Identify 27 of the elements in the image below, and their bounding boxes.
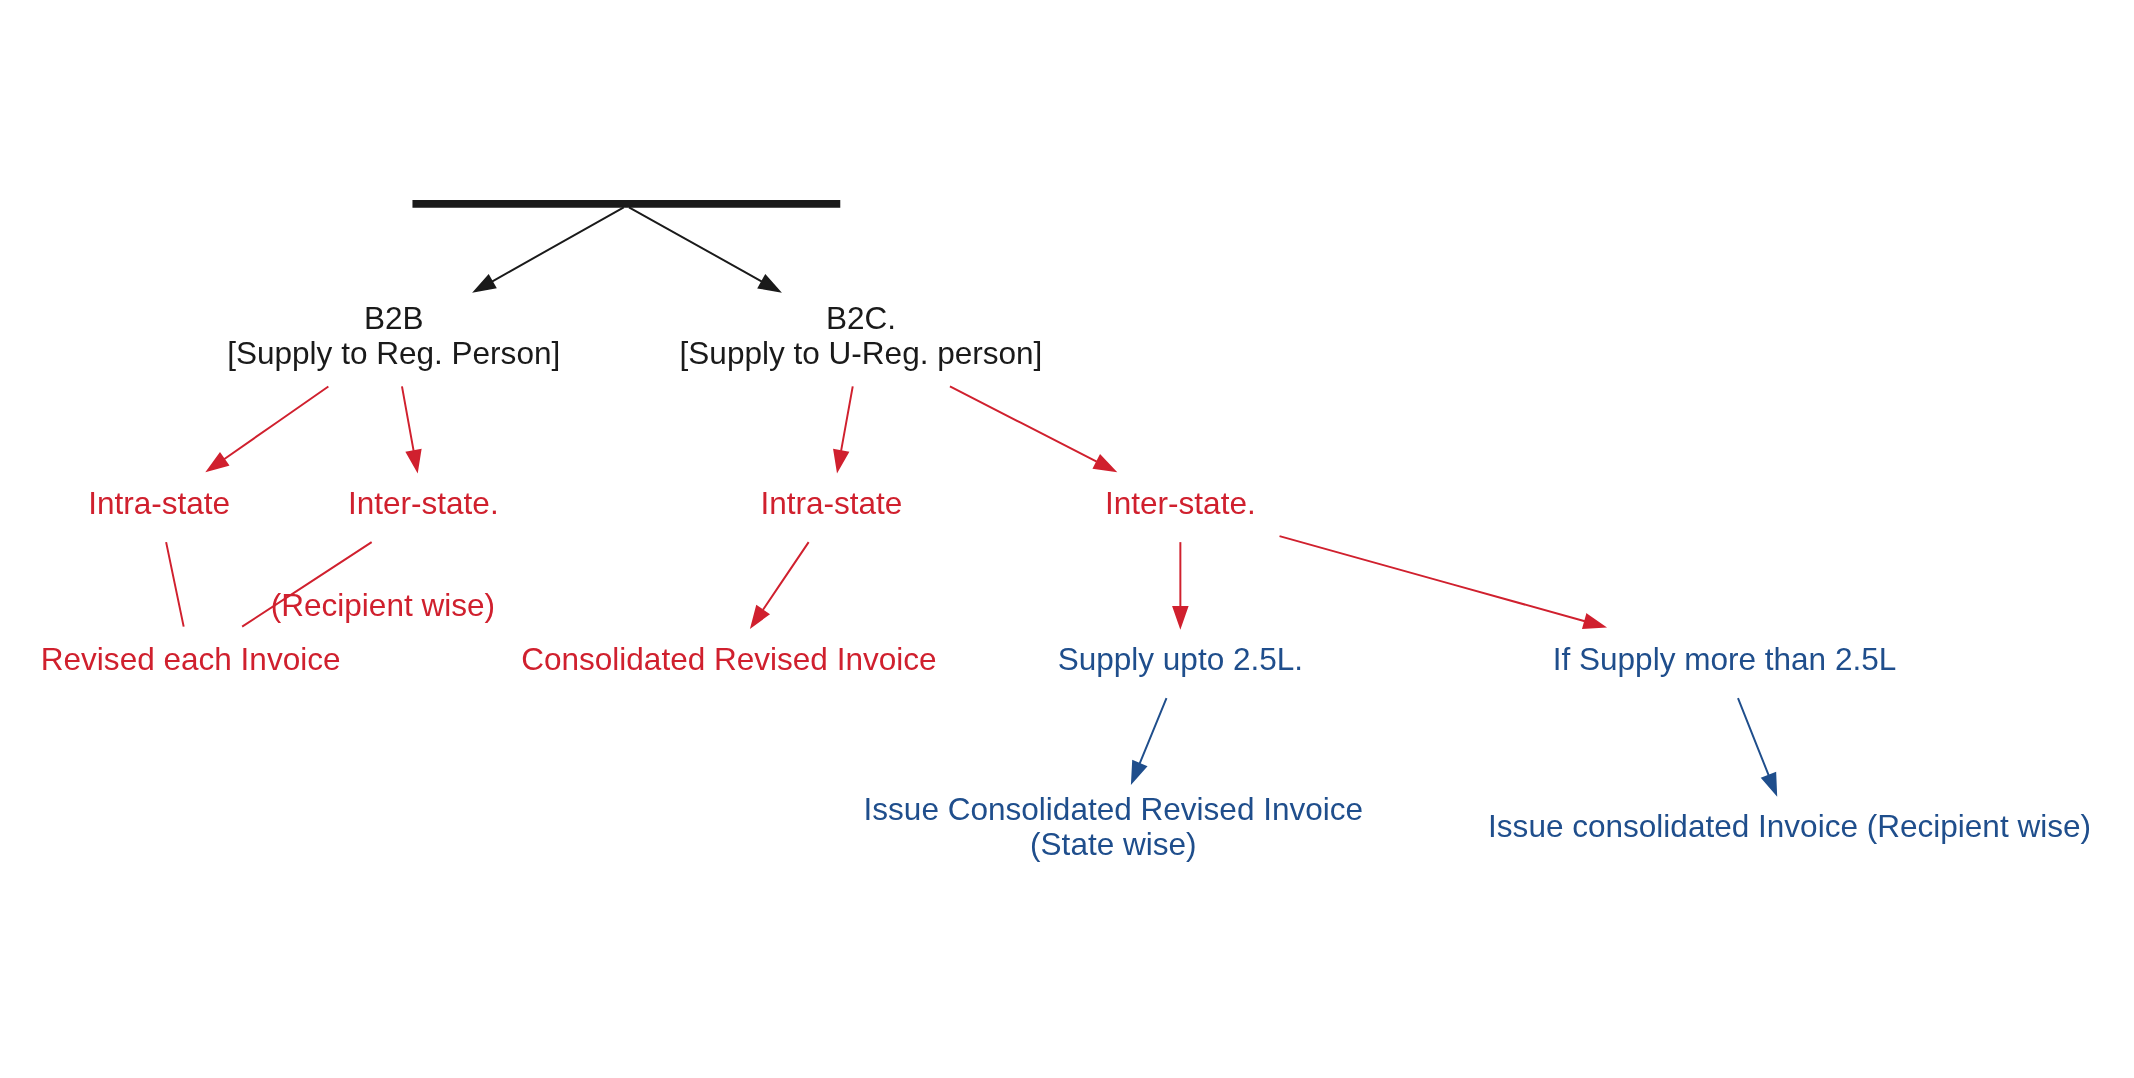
node-text: B2C. [Supply to U-Reg. person] bbox=[679, 299, 1043, 372]
node-text: Supply upto 2.5L. bbox=[1057, 640, 1304, 677]
connector bbox=[165, 541, 185, 628]
node-text: If Supply more than 2.5L bbox=[1552, 640, 1897, 677]
arrow bbox=[401, 385, 422, 474]
arrow bbox=[472, 206, 625, 293]
node-text: Consolidated Revised Invoice bbox=[521, 640, 937, 677]
arrow bbox=[1130, 697, 1168, 785]
connector bbox=[241, 541, 373, 628]
node-text: Intra-state bbox=[760, 484, 903, 521]
node-text: Issue Consolidated Revised Invoice (State wise) bbox=[863, 790, 1364, 863]
arrow bbox=[205, 385, 330, 473]
arrow bbox=[628, 206, 782, 293]
arrow bbox=[1172, 541, 1189, 630]
node-text: B2B [Supply to Reg. Person] bbox=[227, 299, 561, 372]
node-text: Inter-state. bbox=[347, 484, 499, 521]
node-text: Issue consolidated Invoice (Recipient wise) bbox=[1488, 808, 2092, 845]
node-text: Intra-state bbox=[88, 484, 231, 521]
arrow bbox=[1737, 697, 1778, 797]
arrow bbox=[948, 385, 1118, 473]
arrow bbox=[833, 385, 854, 474]
node-label: (Recipient wise) bbox=[270, 587, 496, 624]
arrow bbox=[749, 541, 810, 630]
node-text: Inter-state. bbox=[1105, 484, 1256, 521]
node-text: Revised each Invoice bbox=[40, 640, 341, 677]
arrow bbox=[1278, 535, 1608, 630]
node-bar bbox=[412, 199, 841, 208]
